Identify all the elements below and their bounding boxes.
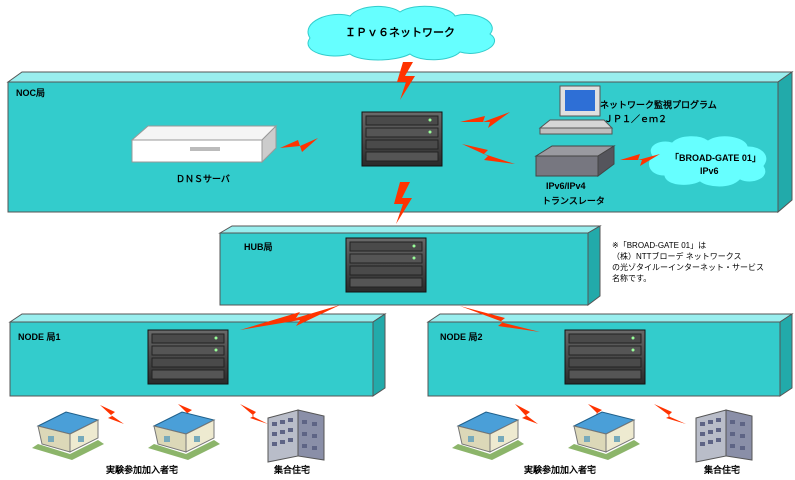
broadgate-label-1: 「BROAD-GATE 01」	[670, 153, 761, 163]
node2-label: NODE 局2	[440, 332, 483, 342]
bolt-cloud-noc	[397, 62, 415, 100]
noc-router	[361, 111, 443, 167]
broadgate-cloud	[648, 135, 768, 188]
bolt-n1-apt	[240, 404, 268, 424]
pc-label-1: ネットワーク監視プログラム	[600, 100, 717, 110]
apartment-icon	[267, 409, 325, 463]
footnote-line: （株）NTTブローデ ネットワークス	[612, 252, 742, 261]
node2-router	[564, 329, 646, 385]
bolt-n1-h1	[100, 405, 124, 424]
bolt-translator	[462, 144, 515, 164]
node1-router	[147, 329, 229, 385]
monitoring-pc	[538, 85, 614, 135]
footnote-line: の光ゾタイルーインターネット・サービス	[612, 263, 764, 272]
cloud-label: ＩＰｖ６ネットワーク	[345, 27, 455, 39]
dns-server	[130, 124, 278, 164]
bolt-n2-h1	[515, 404, 538, 424]
noc-label: NOC局	[16, 88, 45, 98]
wireless-links	[100, 62, 686, 424]
bolt-n2-apt	[654, 404, 686, 424]
node2-apt-label: 集合住宅	[704, 465, 741, 475]
hub-label: HUB局	[244, 242, 273, 252]
bolt-pc	[460, 112, 510, 128]
broadgate-label-2: IPv6	[700, 166, 719, 176]
bolt-hub-node2	[460, 306, 540, 332]
bolt-dns	[280, 138, 318, 152]
pc-label-2: ＪＰ１／ｅｍ２	[604, 114, 668, 124]
footnote-line: 名称です。	[612, 274, 652, 283]
bolt-cloud-right	[620, 154, 660, 166]
translator-label-1: IPv6/IPv4	[546, 181, 586, 191]
house-icon	[31, 411, 105, 461]
house-icon	[567, 411, 641, 461]
node1-apt-label: 集合住宅	[274, 465, 311, 475]
ipv6-cloud	[307, 5, 496, 61]
apartment-icon	[695, 409, 753, 463]
hub-router	[345, 237, 427, 293]
node1-house-label: 実験参加加入者宅	[106, 465, 179, 475]
bolt-hub-node1	[240, 305, 340, 330]
footnote: ※「BROAD-GATE 01」は （株）NTTブローデ ネットワークス の光ゾ…	[612, 240, 764, 284]
translator-label-2: トランスレータ	[542, 196, 605, 206]
node2-house-label: 実験参加加入者宅	[524, 465, 597, 475]
dns-label: ＤＮＳサーバ	[176, 174, 230, 184]
translator-box	[534, 145, 616, 177]
footnote-line: ※「BROAD-GATE 01」は	[612, 241, 707, 250]
node1-label: NODE 局1	[18, 332, 61, 342]
house-icon	[451, 411, 525, 461]
house-icon	[147, 411, 221, 461]
bolt-noc-hub	[394, 182, 412, 224]
